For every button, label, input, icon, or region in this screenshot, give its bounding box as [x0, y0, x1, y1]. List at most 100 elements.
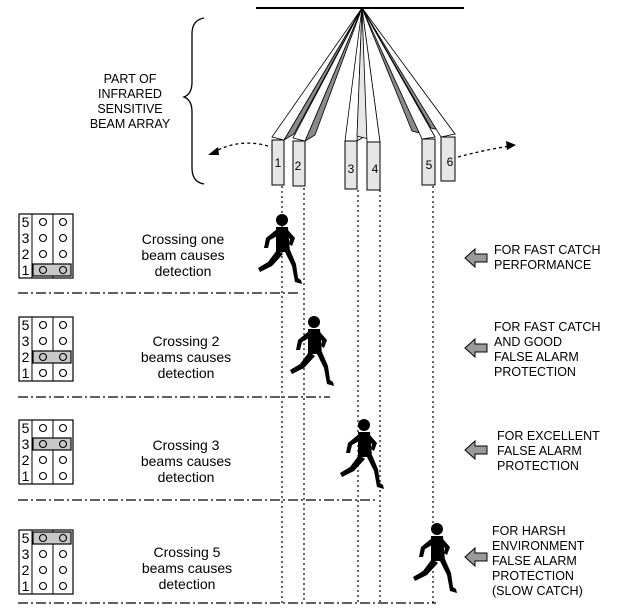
caption-2: Crossing 2 beams causes detection: [141, 333, 231, 381]
caption-2-line-3: detection: [158, 365, 215, 381]
array-label: PART OF INFRARED SENSITIVE BEAM ARRAY: [90, 72, 171, 131]
array-label-line-1: PART OF: [104, 72, 157, 86]
caption-1-line-1: Crossing one: [142, 231, 225, 247]
caption-3-line-3: detection: [158, 469, 215, 485]
selector-contact: [58, 471, 68, 481]
selector-contact: [38, 217, 48, 227]
note-arrows: [464, 247, 488, 568]
beam-2: [292, 7, 363, 187]
beam-1-box: [271, 139, 285, 186]
runner-leg: [413, 559, 438, 581]
selector-contact: [38, 368, 48, 378]
selector-label: 5: [22, 214, 30, 230]
selector-label: 2: [22, 562, 30, 578]
selector-label: 3: [22, 230, 30, 246]
runners: [258, 214, 457, 593]
spread-arrowhead-left: [208, 147, 219, 155]
runner-arm: [317, 331, 327, 348]
beam-5-ray: [361, 7, 436, 140]
beam-4-box: [366, 141, 381, 191]
spread-arrow-left: [213, 142, 269, 153]
note-4-line-1: FOR HARSH: [492, 524, 566, 538]
selector-label: 2: [22, 349, 30, 365]
selector-contact: [38, 320, 48, 330]
runner-head: [358, 419, 370, 431]
note-4-line-3: FALSE ALARM: [492, 554, 577, 568]
beam-4: [356, 7, 381, 191]
beam-number-4: 4: [372, 162, 379, 176]
selector-contact: [38, 533, 48, 543]
selector-highlight: [32, 437, 72, 451]
runner-arm: [264, 229, 279, 248]
selector-label: 3: [22, 436, 30, 452]
selector-contact: [38, 581, 48, 591]
runner-leg: [366, 455, 384, 489]
beam-5-box: [421, 138, 436, 186]
selector-contact: [38, 471, 48, 481]
caption-4-line-3: detection: [159, 576, 216, 592]
note-1-line-2: PERFORMANCE: [494, 258, 591, 272]
caption-1-line-2: beam causes: [141, 247, 224, 263]
beam-guides: [281, 186, 434, 603]
selector-contact: [58, 249, 68, 259]
selector-contact: [38, 423, 48, 433]
note-4-line-4: PROTECTION: [492, 569, 574, 583]
caption-3-line-2: beams causes: [141, 453, 231, 469]
selector-highlight: [32, 531, 72, 545]
selector-label: 5: [22, 420, 30, 436]
caption-2-line-1: Crossing 2: [153, 333, 220, 349]
caption-4: Crossing 5 beams causes detection: [142, 544, 232, 592]
runner-arm: [367, 434, 377, 451]
note-2: FOR FAST CATCH AND GOOD FALSE ALARM PROT…: [494, 320, 601, 379]
caption-1-line-3: detection: [155, 263, 212, 279]
beam-number-3: 3: [348, 162, 355, 176]
selector-label: 3: [22, 546, 30, 562]
beam-1: [271, 7, 363, 186]
beam-number-5: 5: [426, 158, 433, 172]
selector-contact: [58, 336, 68, 346]
selector-contact: [38, 249, 48, 259]
selector-label: 5: [22, 530, 30, 546]
beam-number-2: 2: [295, 159, 302, 173]
caption-4-line-1: Crossing 5: [154, 544, 221, 560]
runner-4: [413, 523, 457, 593]
runner-leg: [316, 352, 334, 386]
selector-label: 1: [22, 578, 30, 594]
runner-head: [276, 214, 288, 226]
beam-number-1: 1: [275, 156, 282, 170]
selector-contact: [58, 533, 68, 543]
note-3: FOR EXCELLENT FALSE ALARM PROTECTION: [497, 429, 600, 473]
selector-label: 5: [22, 317, 30, 333]
note-4-line-2: ENVIRONMENT: [492, 539, 585, 553]
array-brace: [182, 17, 205, 185]
runner-leg: [340, 455, 365, 477]
floor-lines: [18, 292, 436, 604]
selector-contact: [58, 549, 68, 559]
spread-arrow-right: [457, 145, 511, 158]
note-arrow-2: [464, 337, 488, 359]
note-2-line-4: PROTECTION: [494, 365, 576, 379]
caption-1: Crossing one beam causes detection: [141, 231, 224, 279]
runner-arm: [296, 331, 311, 350]
selector-contact: [58, 455, 68, 465]
note-2-line-3: FALSE ALARM: [494, 350, 579, 364]
selector-highlight: [32, 263, 72, 277]
runner-head: [431, 523, 443, 535]
runner-head: [308, 316, 320, 328]
selector-label: 1: [22, 365, 30, 381]
selector-contact: [58, 581, 68, 591]
caption-4-line-2: beams causes: [142, 560, 232, 576]
array-label-line-3: SENSITIVE: [97, 102, 162, 116]
runner-3: [340, 419, 384, 489]
beam-6: [361, 7, 456, 182]
runner-arm: [285, 229, 295, 246]
note-arrow-1: [464, 247, 488, 269]
selector-contact: [38, 439, 48, 449]
runner-1: [258, 214, 302, 284]
selector-contact: [58, 352, 68, 362]
selector-contact: [58, 439, 68, 449]
